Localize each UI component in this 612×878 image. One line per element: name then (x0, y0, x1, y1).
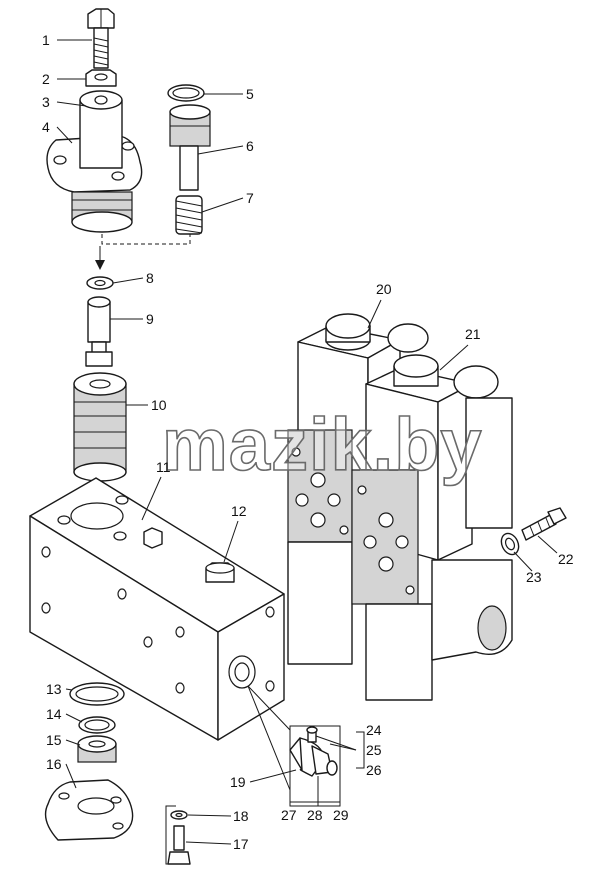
callout-19: 19 (230, 774, 246, 790)
callout-14: 14 (46, 706, 62, 722)
part-8-washer (86, 276, 114, 290)
callout-16: 16 (46, 756, 62, 772)
callout-29: 29 (333, 807, 349, 823)
callout-9: 9 (146, 311, 154, 327)
part-6-spool (169, 104, 211, 191)
part-21-solenoid-valve (351, 354, 513, 701)
part-5-o-ring (167, 84, 205, 102)
callout-28: 28 (307, 807, 323, 823)
callout-21: 21 (465, 326, 481, 342)
callout-6: 6 (246, 138, 254, 154)
callout-25: 25 (366, 742, 382, 758)
part-7-spring (175, 195, 203, 235)
callout-11: 11 (156, 459, 171, 475)
leader-lines (56, 39, 558, 845)
callout-3: 3 (42, 94, 50, 110)
part-18-washer (170, 810, 188, 820)
part-13-o-ring (69, 682, 125, 706)
callout-1: 1 (42, 32, 50, 48)
assembly-indicator (95, 234, 191, 270)
callout-5: 5 (246, 86, 254, 102)
part-4-valve-housing (46, 90, 143, 233)
callout-8: 8 (146, 270, 154, 286)
part-23-washer (500, 532, 520, 556)
callout-22: 22 (558, 551, 574, 567)
callout-10: 10 (151, 397, 167, 413)
part-16-flange (44, 779, 134, 841)
callout-4: 4 (42, 119, 50, 135)
part-2-nut (85, 69, 117, 87)
callout-26: 26 (366, 762, 382, 778)
part-19-fitting (289, 726, 338, 777)
part-1-bolt (87, 8, 115, 69)
callout-27: 27 (281, 807, 297, 823)
callout-23: 23 (526, 569, 542, 585)
callout-20: 20 (376, 281, 392, 297)
callout-2: 2 (42, 71, 50, 87)
part-12-plug (205, 562, 235, 583)
callout-17: 17 (233, 836, 249, 852)
part-11-valve-block (29, 477, 285, 741)
part-17-bolt (167, 825, 191, 865)
part-15-bushing (77, 735, 117, 763)
plug-on-block (143, 527, 163, 549)
part-14-o-ring (78, 716, 116, 734)
callout-13: 13 (46, 681, 62, 697)
callout-18: 18 (233, 808, 249, 824)
fitting-detail-box (247, 685, 341, 803)
part-22-screw (521, 507, 567, 541)
callout-15: 15 (46, 732, 62, 748)
callout-24: 24 (366, 722, 382, 738)
part-10-valve-sleeve (73, 372, 127, 482)
watermark: mazik.by (162, 403, 483, 486)
callout-12: 12 (231, 503, 247, 519)
callout-labels: 1 2 3 4 5 6 7 8 9 10 11 12 13 14 15 16 1… (42, 32, 574, 852)
part-9-plunger (85, 296, 113, 367)
callout-7: 7 (246, 190, 254, 206)
